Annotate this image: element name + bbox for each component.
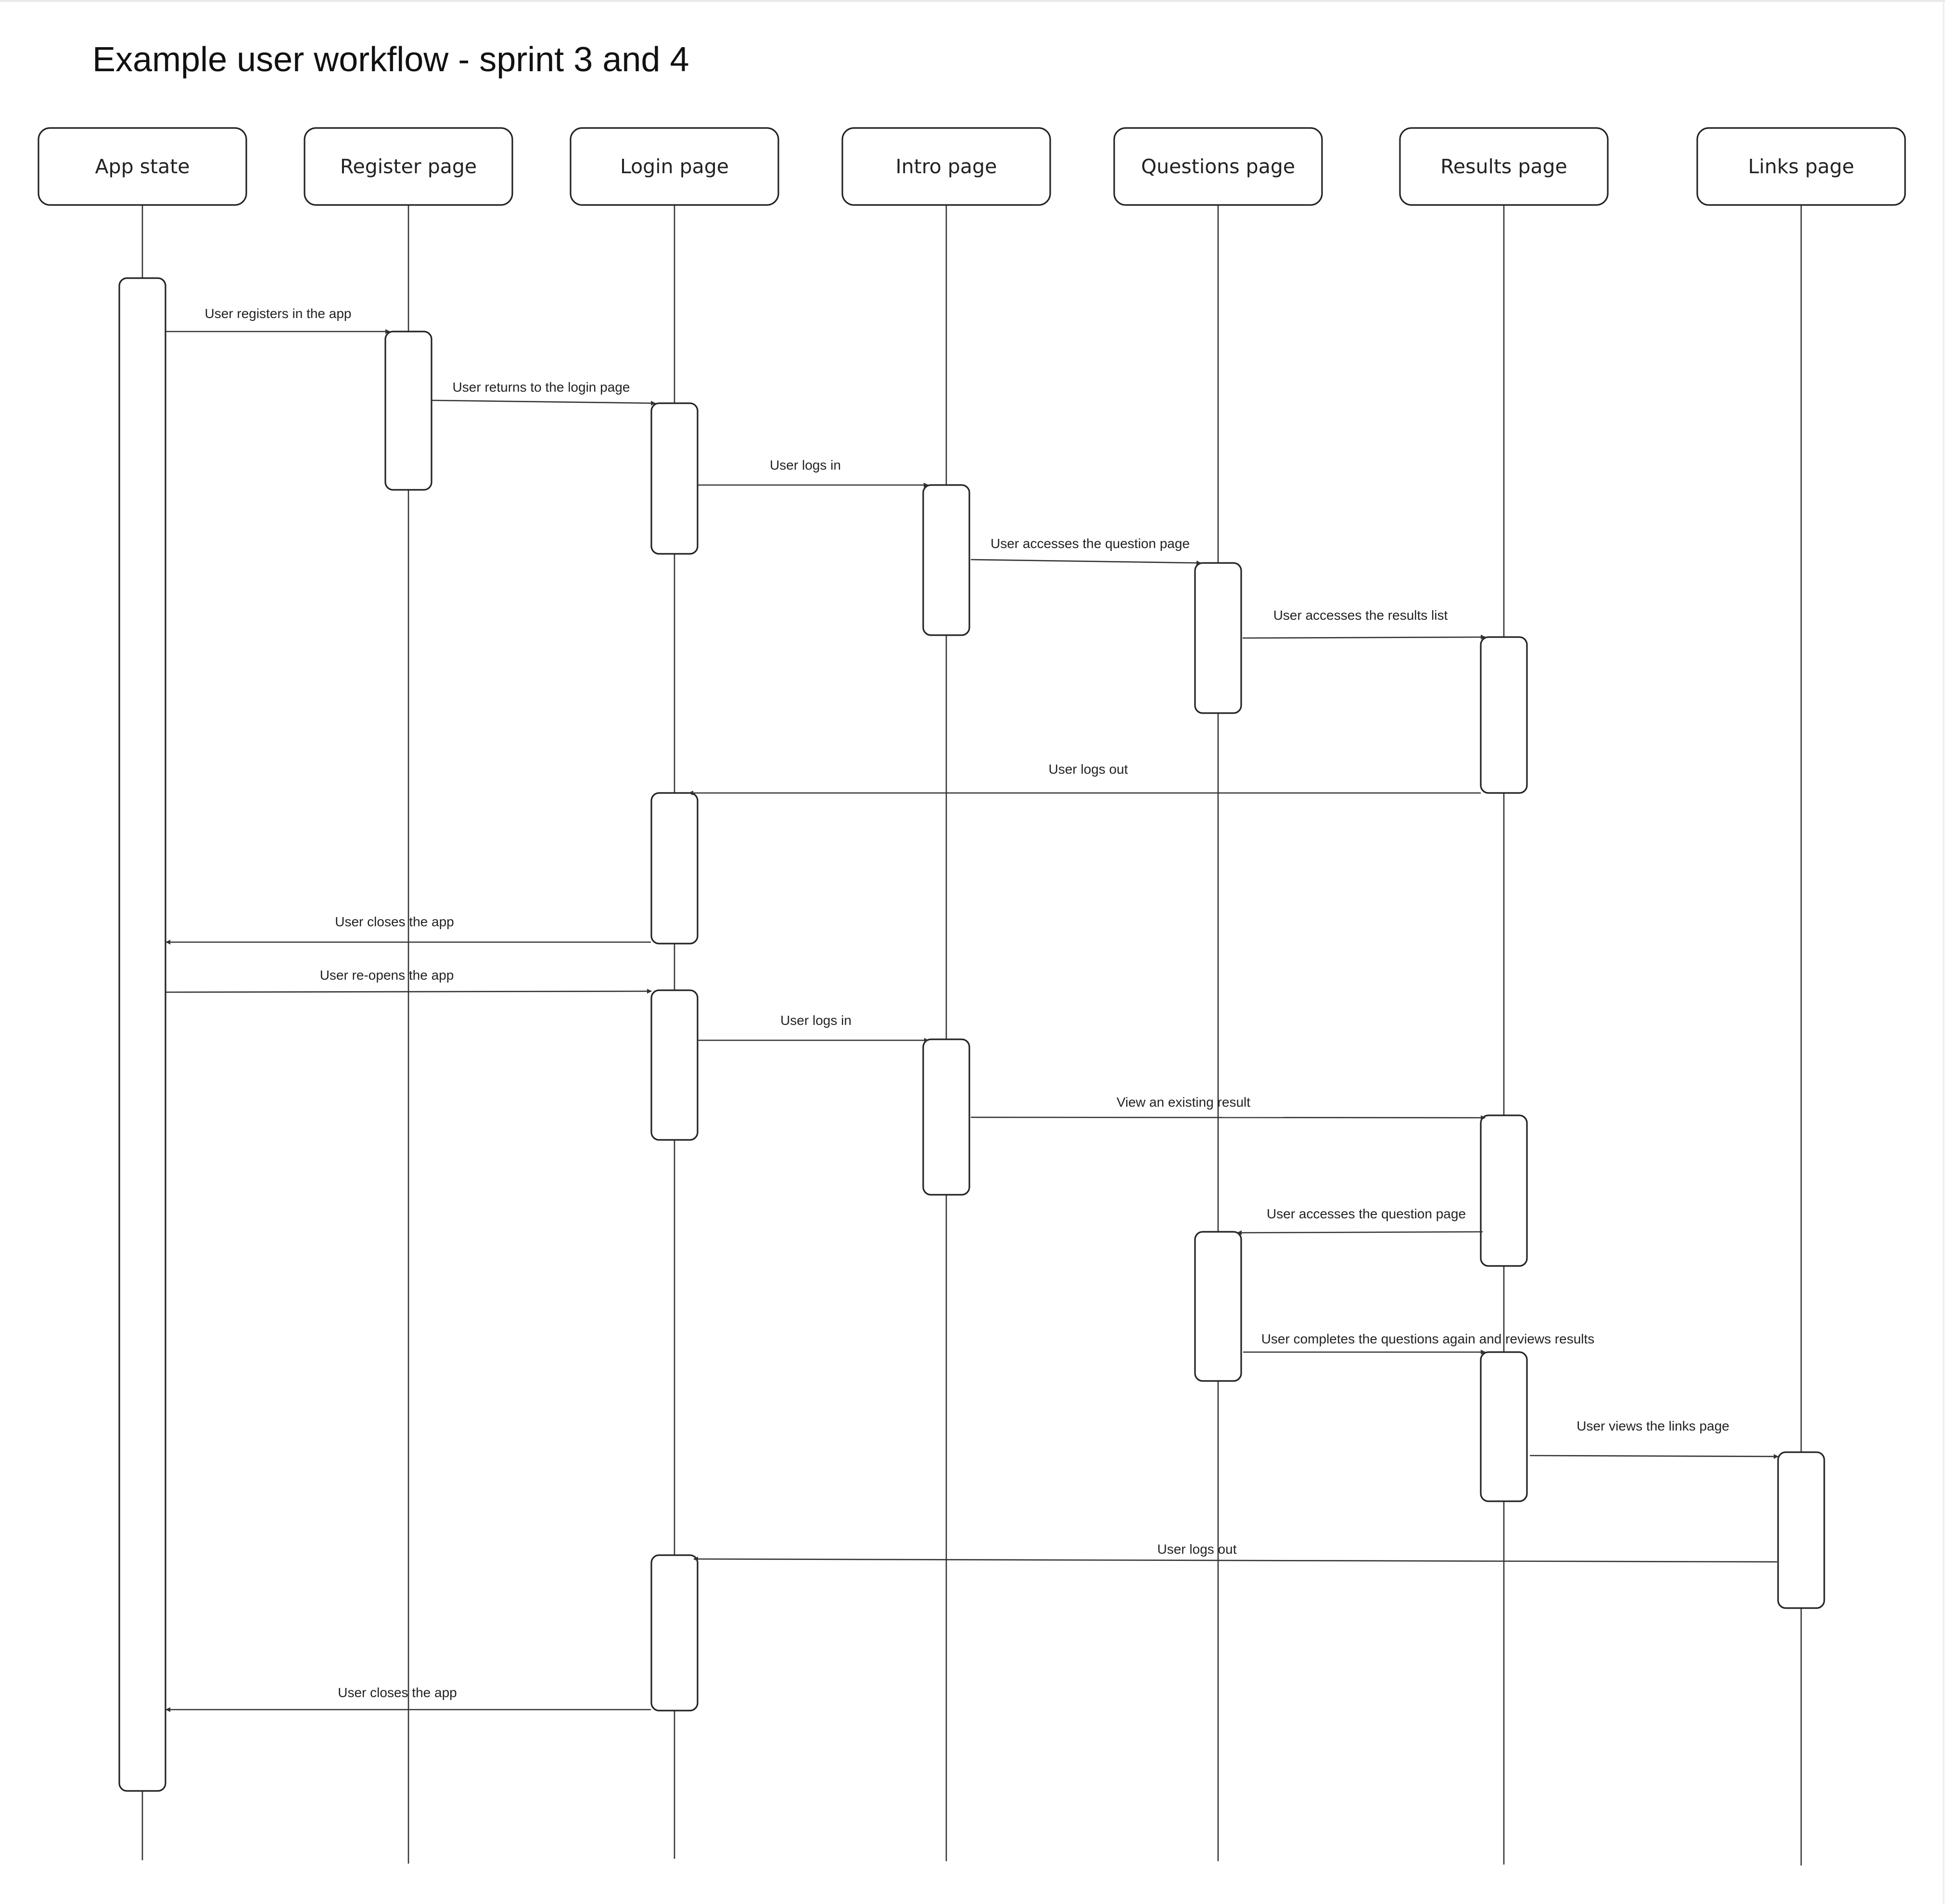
participant-label: Links page — [1748, 155, 1855, 178]
participant-results: Results page — [1399, 127, 1609, 206]
participant-label: Login page — [620, 155, 729, 178]
message-8: User re-opens the app — [165, 968, 652, 994]
message-label: User closes the app — [338, 1685, 457, 1700]
message-7: User closes the app — [165, 914, 651, 945]
activation-bar-login — [650, 989, 699, 1141]
message-4: User accesses the question page — [970, 536, 1201, 565]
activation-bar-questions — [1194, 562, 1242, 714]
activation-bar-login — [650, 1554, 699, 1712]
message-arrow — [970, 559, 1201, 565]
message-label: User returns to the login page — [453, 380, 630, 395]
message-15: User closes the app — [165, 1685, 651, 1712]
message-label: User logs out — [1157, 1542, 1237, 1557]
participant-label: Register page — [340, 155, 477, 178]
message-arrow — [1529, 1454, 1779, 1459]
message-arrow — [1242, 635, 1486, 640]
participant-register: Register page — [304, 127, 513, 206]
activation-bar-login — [650, 402, 699, 555]
activation-bar-login — [650, 792, 699, 945]
message-label: User completes the questions again and r… — [1261, 1331, 1595, 1346]
message-arrow — [1237, 1230, 1483, 1235]
participants: App state Register page Login page Intro pa… — [38, 127, 1906, 206]
message-14: User logs out — [693, 1542, 1778, 1563]
message-arrow — [693, 1557, 1778, 1563]
activation-bar-links — [1777, 1451, 1825, 1609]
message-arrow — [165, 989, 652, 994]
diagram-title: Example user workflow - sprint 3 and 4 — [92, 40, 689, 79]
message-2: User returns to the login page — [431, 380, 656, 406]
message-3: User logs in — [698, 458, 928, 487]
participant-box — [304, 127, 513, 206]
participant-app: App state — [38, 127, 247, 206]
message-13: User views the links page — [1529, 1418, 1779, 1459]
activation-bar-questions — [1194, 1231, 1242, 1382]
activation-bar-results — [1480, 636, 1528, 794]
message-label: View an existing result — [1117, 1095, 1250, 1110]
activation-bar-results — [1480, 1351, 1528, 1502]
activation-bars — [118, 277, 1825, 1792]
activation-bar-intro — [922, 484, 970, 636]
message-10: View an existing result — [970, 1095, 1486, 1120]
participant-links: Links page — [1696, 127, 1906, 206]
message-label: User registers in the app — [204, 306, 351, 321]
message-label: User logs in — [780, 1013, 852, 1028]
message-label: User views the links page — [1576, 1418, 1729, 1433]
participant-box — [38, 127, 247, 206]
message-arrow — [970, 1115, 1486, 1120]
message-label: User logs out — [1049, 762, 1128, 777]
participant-login: Login page — [570, 127, 779, 206]
participant-box — [841, 127, 1051, 206]
participant-intro: Intro page — [841, 127, 1051, 206]
participant-box — [1399, 127, 1609, 206]
message-label: User logs in — [770, 458, 841, 473]
participant-box — [570, 127, 779, 206]
activation-bar-app — [118, 277, 166, 1792]
message-arrow — [431, 399, 656, 406]
message-label: User re-opens the app — [320, 968, 454, 983]
message-label: User closes the app — [335, 914, 454, 929]
message-9: User logs in — [698, 1013, 929, 1043]
participant-label: App state — [95, 155, 190, 178]
message-12: User completes the questions again and r… — [1243, 1331, 1595, 1355]
message-1: User registers in the app — [166, 306, 390, 334]
participant-box — [1696, 127, 1906, 206]
message-label: User accesses the question page — [991, 536, 1190, 551]
participant-label: Intro page — [896, 155, 997, 178]
activation-bar-results — [1480, 1114, 1528, 1267]
message-5: User accesses the results list — [1242, 608, 1486, 640]
activation-bar-intro — [922, 1038, 970, 1196]
message-11: User accesses the question page — [1237, 1206, 1483, 1235]
message-6: User logs out — [688, 762, 1481, 795]
participant-label: Results page — [1440, 155, 1567, 178]
participant-box — [1113, 127, 1323, 206]
participant-questions: Questions page — [1113, 127, 1323, 206]
message-label: User accesses the results list — [1273, 608, 1448, 623]
activation-bar-register — [384, 331, 432, 491]
participant-label: Questions page — [1141, 155, 1295, 178]
message-label: User accesses the question page — [1267, 1206, 1466, 1221]
